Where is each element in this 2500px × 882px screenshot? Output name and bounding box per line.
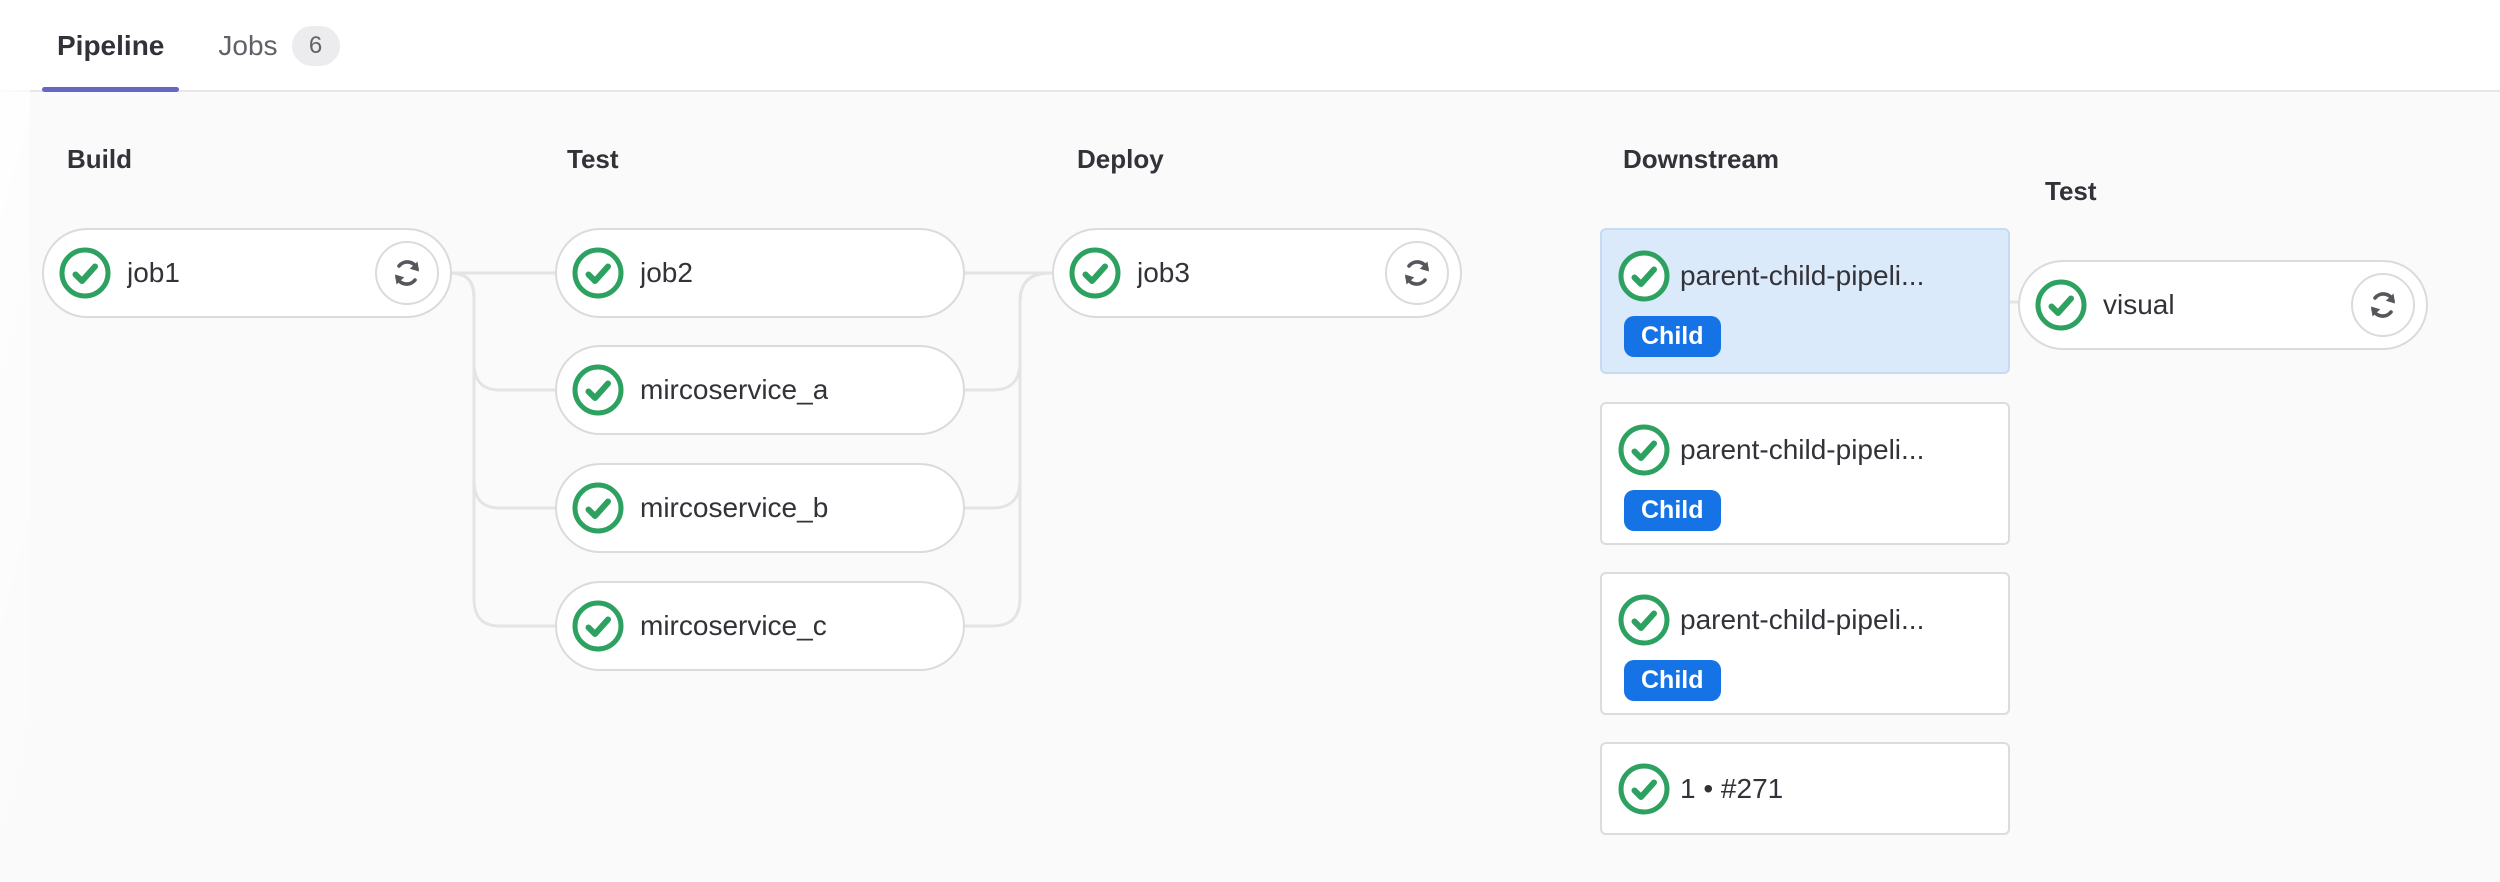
status-success-icon	[572, 364, 624, 416]
job-pill-job2[interactable]: job2	[555, 228, 965, 318]
tab-pipeline-label: Pipeline	[57, 30, 165, 61]
child-pipeline-badge: Child	[1624, 490, 1721, 532]
job-pill-job3[interactable]: job3	[1052, 228, 1462, 318]
retry-job-button[interactable]	[1385, 241, 1449, 305]
status-success-icon	[1069, 247, 1121, 299]
downstream-pipeline-title: parent-child-pipeli...	[1680, 434, 1925, 465]
tab-list: Pipeline Jobs 6	[42, 0, 355, 92]
status-success-icon	[1618, 763, 1670, 814]
downstream-card-row: parent-child-pipeli...	[1618, 250, 1992, 302]
job-label: mircoservice_b	[640, 492, 829, 523]
job-label: visual	[2103, 289, 2175, 320]
tab-bar: Pipeline Jobs 6	[0, 0, 2500, 92]
job-pill-visual[interactable]: visual	[2018, 260, 2428, 350]
retry-icon	[1405, 260, 1429, 286]
job-label: job3	[1137, 257, 1190, 288]
jobs-count-badge: 6	[291, 26, 340, 66]
downstream-card-row: 1 • #271	[1618, 763, 1783, 815]
status-success-icon	[59, 247, 111, 299]
stage-header-deploy: Deploy	[1077, 144, 1164, 174]
retry-icon	[395, 260, 419, 286]
tab-pipeline[interactable]: Pipeline	[42, 0, 180, 92]
retry-icon	[2371, 292, 2395, 318]
stage-header-downstream-test: Test	[2045, 176, 2097, 206]
status-success-icon	[572, 600, 624, 652]
status-success-icon	[2035, 279, 2087, 331]
stage-header-downstream: Downstream	[1623, 144, 1780, 174]
downstream-pipeline-card[interactable]: parent-child-pipeli... Child	[1600, 228, 2010, 374]
job-label: mircoservice_c	[640, 610, 827, 641]
status-success-icon	[572, 247, 624, 299]
retry-job-button[interactable]	[2351, 273, 2415, 337]
tab-jobs[interactable]: Jobs 6	[203, 0, 354, 92]
downstream-card-row: parent-child-pipeli...	[1618, 594, 1992, 646]
job-pill-microservice-a[interactable]: mircoservice_a	[555, 345, 965, 435]
job-pill-microservice-c[interactable]: mircoservice_c	[555, 581, 965, 671]
child-pipeline-badge: Child	[1624, 316, 1721, 358]
downstream-pipeline-title: 1 • #271	[1680, 772, 1784, 804]
stage-header-test: Test	[567, 144, 619, 174]
downstream-pipeline-title: parent-child-pipeli...	[1680, 260, 1925, 291]
status-success-icon	[1618, 424, 1670, 476]
status-success-icon	[1618, 250, 1670, 302]
job-pill-job1[interactable]: job1	[42, 228, 452, 318]
status-success-icon	[572, 482, 624, 534]
job-label: mircoservice_a	[640, 374, 829, 405]
job-label: job1	[127, 257, 180, 288]
downstream-pipeline-card[interactable]: 1 • #271	[1600, 742, 2010, 835]
child-pipeline-badge: Child	[1624, 660, 1721, 702]
status-success-icon	[1618, 594, 1670, 646]
stage-header-build: Build	[67, 144, 132, 174]
retry-job-button[interactable]	[375, 241, 439, 305]
downstream-card-row: parent-child-pipeli...	[1618, 424, 1992, 476]
tab-jobs-label: Jobs	[218, 30, 278, 61]
downstream-pipeline-title: parent-child-pipeli...	[1680, 604, 1925, 635]
job-pill-microservice-b[interactable]: mircoservice_b	[555, 463, 965, 553]
downstream-pipeline-card[interactable]: parent-child-pipeli... Child	[1600, 402, 2010, 545]
active-tab-indicator	[42, 87, 180, 92]
pipeline-graph-background	[0, 92, 2500, 882]
job-label: job2	[640, 257, 693, 288]
downstream-pipeline-card[interactable]: parent-child-pipeli... Child	[1600, 572, 2010, 715]
